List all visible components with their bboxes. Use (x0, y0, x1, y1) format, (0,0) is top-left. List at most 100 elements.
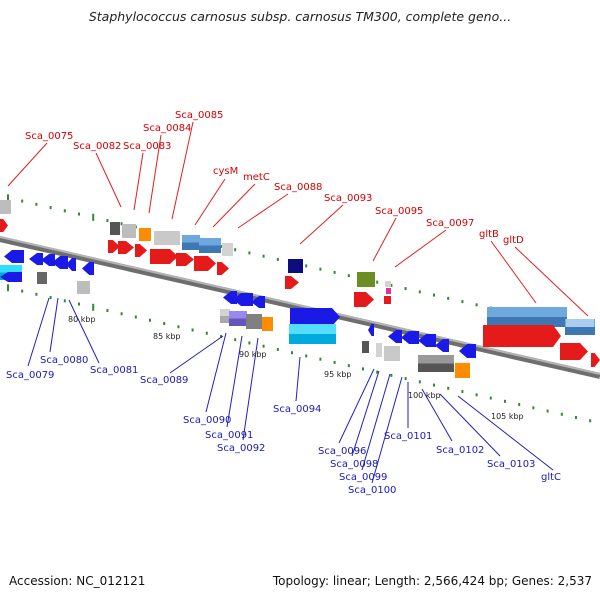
gene-arrow[interactable] (29, 253, 43, 265)
gene-label-sca-0099[interactable]: Sca_0099 (339, 472, 387, 483)
gene-box[interactable] (376, 343, 382, 357)
gene-box[interactable] (139, 228, 151, 241)
gene-label-sca-0095[interactable]: Sca_0095 (375, 206, 423, 217)
gene-box[interactable] (565, 327, 595, 335)
gene-label-sca-0091[interactable]: Sca_0091 (205, 430, 253, 441)
gene-label-sca-0084[interactable]: Sca_0084 (143, 123, 191, 134)
gene-arrow[interactable] (459, 344, 476, 358)
gene-label-sca-0093[interactable]: Sca_0093 (324, 193, 372, 204)
gene-arrow[interactable] (108, 240, 120, 253)
gene-box[interactable] (0, 265, 22, 273)
gene-arrow[interactable] (176, 253, 194, 266)
gene-label-gltc[interactable]: gltC (541, 472, 561, 483)
label-leader (372, 217, 397, 262)
map-title: Staphylococcus carnosus subsp. carnosus … (88, 9, 512, 24)
gene-arrow[interactable] (368, 324, 374, 336)
gene-arrow[interactable] (0, 219, 8, 232)
gene-label-sca-0088[interactable]: Sca_0088 (274, 182, 322, 193)
gene-label-metc[interactable]: metC (243, 172, 270, 183)
gene-box[interactable] (262, 317, 273, 331)
gene-box[interactable] (229, 318, 247, 327)
gene-arrow[interactable] (435, 339, 449, 352)
gene-box[interactable] (220, 316, 230, 323)
gene-label-sca-0085[interactable]: Sca_0085 (175, 110, 223, 121)
gene-arrow[interactable] (118, 241, 134, 254)
label-leader (68, 299, 100, 364)
gene-box[interactable] (362, 341, 369, 353)
gene-label-sca-0100[interactable]: Sca_0100 (348, 485, 396, 496)
gene-arrow[interactable] (41, 254, 55, 266)
gene-box[interactable] (289, 324, 336, 334)
gene-label-sca-0103[interactable]: Sca_0103 (487, 459, 535, 470)
gene-label-sca-0082[interactable]: Sca_0082 (73, 141, 121, 152)
gene-label-gltd[interactable]: gltD (503, 235, 524, 246)
gene-label-sca-0080[interactable]: Sca_0080 (40, 355, 88, 366)
gene-box[interactable] (154, 231, 180, 245)
gene-label-cysm[interactable]: cysM (213, 166, 238, 177)
gene-box[interactable] (357, 272, 375, 287)
gene-arrow[interactable] (388, 330, 402, 343)
gene-arrow[interactable] (418, 334, 436, 347)
gene-label-sca-0090[interactable]: Sca_0090 (183, 415, 231, 426)
gene-box[interactable] (487, 317, 567, 327)
gene-box[interactable] (222, 243, 233, 256)
gene-label-sca-0094[interactable]: Sca_0094 (273, 404, 321, 415)
gene-arrow[interactable] (290, 308, 340, 326)
gene-arrow[interactable] (150, 249, 178, 264)
gene-arrow[interactable] (591, 353, 600, 367)
gene-box[interactable] (110, 222, 120, 235)
gene-box[interactable] (182, 235, 200, 243)
gene-arrow[interactable] (0, 272, 22, 282)
gene-label-sca-0079[interactable]: Sca_0079 (6, 370, 54, 381)
gene-label-sca-0081[interactable]: Sca_0081 (90, 365, 138, 376)
gene-box[interactable] (289, 334, 336, 344)
gene-arrow[interactable] (82, 262, 94, 275)
gene-arrow[interactable] (135, 244, 147, 257)
gene-box[interactable] (288, 259, 303, 273)
gene-box[interactable] (182, 242, 200, 251)
gene-arrow[interactable] (483, 325, 561, 347)
gene-box[interactable] (455, 363, 470, 378)
gene-label-sca-0102[interactable]: Sca_0102 (436, 445, 484, 456)
gene-box[interactable] (246, 314, 262, 329)
gene-arrow[interactable] (217, 262, 229, 275)
gene-label-sca-0097[interactable]: Sca_0097 (426, 218, 474, 229)
gene-box[interactable] (418, 355, 454, 364)
gene-label-sca-0101[interactable]: Sca_0101 (384, 431, 432, 442)
gene-arrow[interactable] (223, 291, 237, 304)
gene-arrow[interactable] (194, 256, 216, 271)
gene-box[interactable] (220, 309, 230, 316)
gene-arrow[interactable] (285, 276, 299, 289)
gene-box[interactable] (384, 346, 400, 361)
gene-box[interactable] (384, 296, 391, 304)
gene-label-sca-0096[interactable]: Sca_0096 (318, 446, 366, 457)
gene-label-gltb[interactable]: gltB (479, 229, 499, 240)
gene-box[interactable] (0, 200, 11, 214)
label-leader (421, 388, 453, 442)
gene-arrow[interactable] (560, 343, 588, 360)
gene-label-sca-0089[interactable]: Sca_0089 (140, 375, 188, 386)
gene-box[interactable] (37, 272, 47, 284)
gene-box[interactable] (199, 238, 221, 246)
gene-box[interactable] (487, 307, 567, 317)
gene-arrow[interactable] (66, 258, 76, 271)
gene-box[interactable] (122, 224, 136, 238)
gene-label-sca-0092[interactable]: Sca_0092 (217, 443, 265, 454)
gene-box[interactable] (386, 288, 391, 294)
gene-label-sca-0075[interactable]: Sca_0075 (25, 131, 73, 142)
gene-label-sca-0098[interactable]: Sca_0098 (330, 459, 378, 470)
gene-arrow[interactable] (251, 296, 265, 308)
gene-arrow[interactable] (233, 293, 253, 306)
gene-arrow[interactable] (52, 256, 68, 269)
gene-box[interactable] (566, 319, 594, 327)
gene-arrow[interactable] (401, 331, 419, 344)
gene-box[interactable] (199, 245, 221, 254)
gene-arrow[interactable] (4, 250, 24, 263)
gene-box[interactable] (77, 281, 90, 294)
gene-box[interactable] (229, 311, 247, 319)
gene-box[interactable] (418, 363, 454, 373)
gene-label-sca-0083[interactable]: Sca_0083 (123, 141, 171, 152)
gene-box[interactable] (385, 281, 391, 287)
gene-arrow[interactable] (354, 292, 374, 307)
